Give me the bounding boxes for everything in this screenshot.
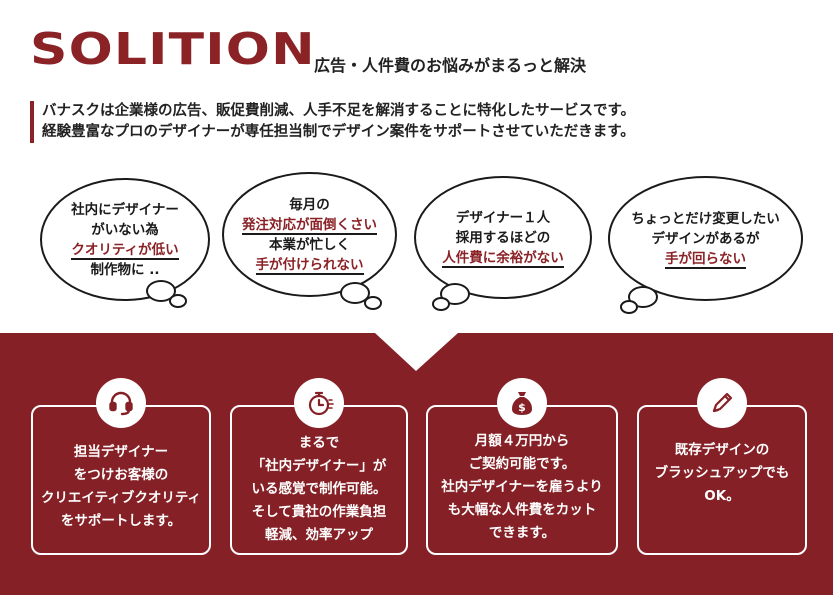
bubble-2-highlight-1: 発注対応が面倒くさい [242,216,377,235]
intro-line-2: 経験豊富なプロのデザイナーが専任担当制でデザイン案件をサポートさせていただきます… [42,124,635,140]
card-2-line-5: 軽減、効率アップ [265,526,373,543]
card-3-line-3: 社内デザイナーを雇うより [441,478,603,495]
bubble-4-line-1: ちょっとだけ変更したい [631,210,780,227]
bubble-1-line-1: 社内にデザイナー [71,201,179,218]
bubble-2-line-3: 本業が忙しく [269,236,350,253]
stopwatch-icon [294,378,344,428]
card-4-line-2: ブラッシュアップでも [654,464,790,481]
bubble-1-puff-large [146,280,176,302]
bubble-4-puff-small [620,300,638,314]
card-2-line-2: 「社内デザイナー」が [251,457,387,474]
page-subtitle: 広告・人件費のお悩みがまるっと解決 [314,56,587,75]
intro-line-1: バナスクは企業様の広告、販促費削減、人手不足を解消することに特化したサービスです… [42,103,636,119]
card-4-line-1: 既存デザインの [674,441,770,458]
bubble-4-line-2: デザインがあるが [651,230,760,247]
solution-card-3: 月額４万円から ご契約可能です。 社内デザイナーを雇うより も大幅な人件費をカッ… [426,405,618,555]
bubble-3-puff-small [432,297,450,311]
bubble-1-highlight: クオリティが低い [71,241,179,260]
bubble-1-puff-small [169,294,187,308]
bubble-2-line-1: 毎月の [289,196,330,213]
bubble-2-puff-small [364,296,382,310]
solution-card-2: まるで 「社内デザイナー」が いる感覚で制作可能。 そして貴社の作業負担 軽減、… [230,405,408,555]
card-4-line-3: OK。 [704,487,740,504]
bubble-1-line-2: がいない為 [91,221,159,238]
solution-card-4: 既存デザインの ブラッシュアップでも OK。 [637,405,807,555]
solution-card-1: 担当デザイナー をつけお客様の クリエイティブクオリティ をサポートします。 [31,405,211,555]
bubble-3-line-2: 採用するほどの [455,229,551,246]
card-1-line-4: をサポートします。 [60,513,182,529]
thought-bubble-2: 毎月の 発注対応が面倒くさい 本業が忙しく 手が付けられない [222,172,397,297]
card-3-line-1: 月額４万円から [474,432,570,449]
money-bag-icon: $ [497,378,547,428]
page-title: SOLITION [30,24,316,75]
svg-text:$: $ [518,401,526,414]
bubble-2-highlight-2: 手が付けられない [255,256,364,275]
card-1-line-1: 担当デザイナー [73,444,169,460]
card-2-line-3: いる感覚で制作可能。 [251,480,387,497]
bubble-3-line-1: デザイナー１人 [455,209,551,226]
card-2-line-1: まるで [298,434,340,451]
band-notch [375,333,458,371]
card-3-line-5: できます。 [488,524,556,541]
pen-icon [697,378,747,428]
card-3-line-2: ご契約可能です。 [468,455,576,472]
card-1-line-2: をつけお客様の [73,467,169,483]
thought-bubble-3: デザイナー１人 採用するほどの 人件費に余裕がない [414,176,592,299]
intro-text: バナスクは企業様の広告、販促費削減、人手不足を解消することに特化したサービスです… [30,101,635,143]
card-1-line-3: クリエイティブクオリティ [40,490,202,506]
bubble-3-highlight: 人件費に余裕がない [442,249,564,268]
card-2-line-4: そして貴社の作業負担 [251,503,387,520]
thought-bubble-1: 社内にデザイナー がいない為 クオリティが低い 制作物に .. [40,178,210,301]
bubble-1-line-4: 制作物に .. [90,261,160,278]
bubble-2-puff-large [340,282,370,304]
headset-icon [96,378,146,428]
thought-bubble-4: ちょっとだけ変更したい デザインがあるが 手が回らない [608,176,803,301]
bubble-4-highlight: 手が回らない [665,250,746,269]
card-3-line-4: も大幅な人件費をカット [447,501,597,518]
